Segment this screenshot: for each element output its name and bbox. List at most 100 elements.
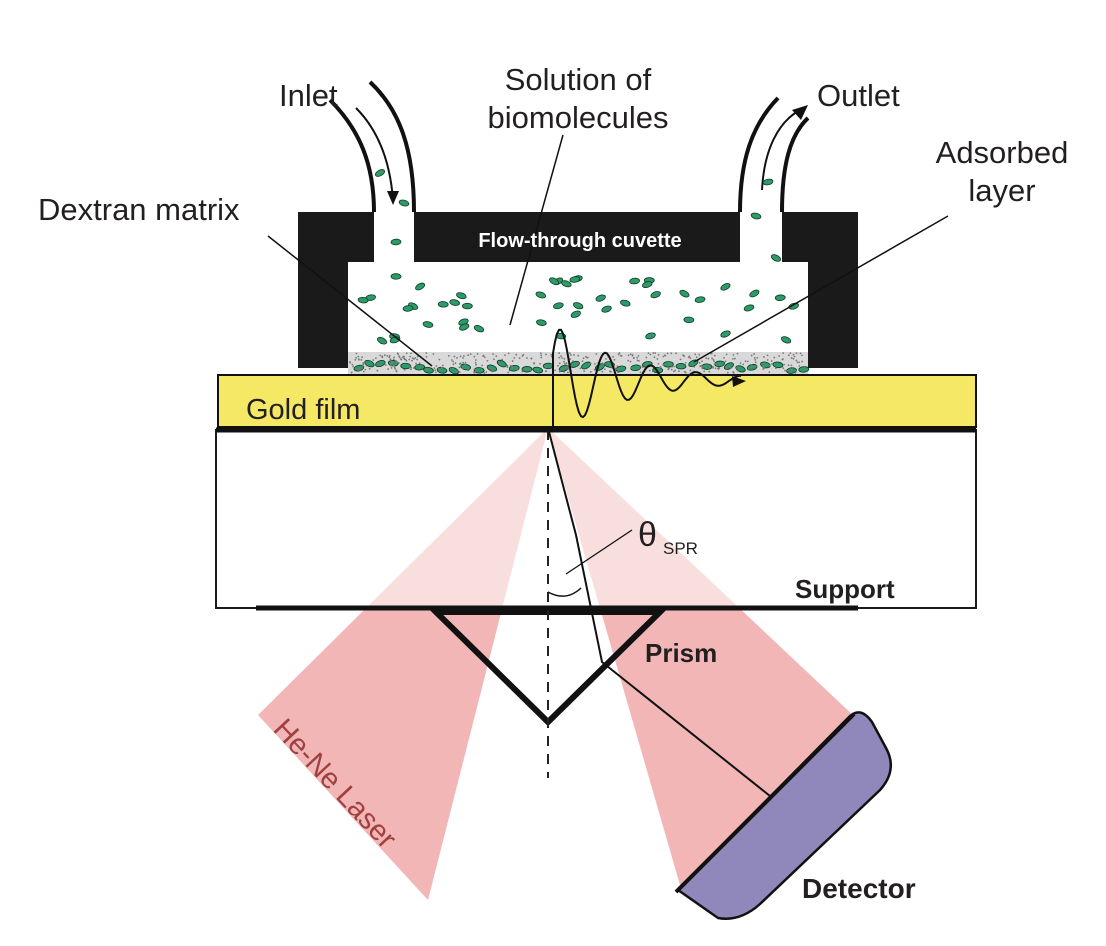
matrix-dot [713, 360, 715, 363]
gold-film-label: Gold film [246, 394, 360, 426]
inlet-tube [328, 80, 416, 213]
biomolecule [398, 199, 410, 207]
matrix-dot [450, 359, 453, 361]
biomolecule [496, 359, 507, 368]
biomolecule [750, 212, 762, 220]
matrix-dot [778, 355, 781, 357]
matrix-dot [577, 362, 579, 365]
matrix-dot [504, 354, 506, 356]
matrix-dot [618, 352, 621, 354]
matrix-dot [720, 364, 723, 367]
matrix-dot [438, 358, 441, 361]
matrix-dot [498, 362, 501, 365]
matrix-dot [435, 365, 438, 367]
matrix-dot [639, 365, 642, 367]
matrix-dot [699, 365, 702, 368]
matrix-dot [492, 353, 494, 356]
matrix-dot [799, 352, 802, 355]
matrix-dot [790, 357, 793, 359]
matrix-dot [458, 371, 461, 373]
matrix-dot [518, 357, 521, 360]
matrix-dot [775, 367, 777, 370]
biomolecule [720, 282, 731, 291]
matrix-dot [645, 356, 648, 359]
matrix-dot [350, 371, 353, 374]
biomolecule [423, 366, 434, 374]
biomolecule [535, 291, 547, 299]
matrix-dot [678, 370, 680, 373]
matrix-dot [391, 361, 394, 364]
matrix-dot [374, 357, 377, 360]
matrix-dot [395, 370, 398, 373]
matrix-dot [609, 370, 612, 373]
matrix-dot [605, 358, 607, 360]
matrix-dot [506, 364, 509, 367]
matrix-dot [408, 358, 411, 361]
matrix-dot [357, 355, 360, 358]
matrix-dot [732, 357, 734, 360]
matrix-dot [641, 366, 644, 369]
matrix-dot [358, 369, 360, 372]
matrix-dot [462, 356, 464, 359]
solution-leader [509, 134, 564, 326]
matrix-dot [771, 362, 773, 365]
matrix-dot [616, 365, 619, 368]
matrix-dot [732, 353, 735, 356]
matrix-dot [656, 358, 659, 360]
detector [674, 711, 893, 920]
matrix-dot [476, 353, 479, 355]
matrix-dot [617, 367, 620, 370]
biomolecule [762, 178, 774, 186]
matrix-dot [612, 355, 614, 358]
matrix-dot [693, 366, 696, 368]
matrix-dot [372, 359, 375, 361]
matrix-dot [670, 352, 673, 355]
matrix-dot [432, 353, 435, 355]
biomolecule [561, 280, 572, 288]
matrix-dot [566, 365, 569, 368]
matrix-dot [362, 370, 365, 373]
biomolecule [569, 276, 581, 283]
biomolecule [377, 336, 388, 345]
biomolecule [694, 296, 706, 303]
biomolecule [645, 332, 656, 340]
matrix-dot [368, 367, 371, 370]
matrix-dot [411, 357, 414, 360]
matrix-dot [412, 367, 415, 369]
matrix-dot [414, 356, 417, 359]
biomolecule [595, 294, 606, 302]
matrix-dot [750, 354, 753, 357]
matrix-dot [452, 363, 455, 366]
matrix-dot [662, 363, 665, 366]
matrix-dot [782, 367, 785, 370]
matrix-dot [770, 360, 773, 362]
matrix-dot [581, 360, 584, 363]
biomolecule [772, 361, 784, 369]
matrix-dot [475, 363, 477, 366]
biomolecule [390, 238, 402, 246]
biomolecule [553, 302, 564, 310]
matrix-dot [629, 353, 632, 356]
matrix-dot [673, 365, 675, 368]
matrix-dot [380, 361, 383, 364]
matrix-dot [593, 368, 596, 371]
matrix-dot [569, 354, 572, 356]
matrix-dot [507, 352, 510, 355]
matrix-dot [670, 362, 673, 365]
matrix-dot [396, 361, 398, 363]
matrix-dot [632, 357, 635, 359]
matrix-dot [787, 354, 790, 356]
matrix-dot [746, 368, 749, 371]
matrix-dot [711, 357, 713, 360]
matrix-dot [744, 360, 747, 363]
matrix-dot [469, 353, 472, 356]
biomolecule [675, 363, 687, 370]
matrix-dot [583, 370, 586, 372]
matrix-dot [762, 368, 765, 370]
matrix-dot [473, 371, 476, 374]
matrix-dot [619, 354, 622, 357]
matrix-dot [582, 357, 585, 360]
matrix-dot [352, 365, 355, 368]
matrix-dot [403, 369, 406, 371]
matrix-dot [725, 366, 728, 369]
